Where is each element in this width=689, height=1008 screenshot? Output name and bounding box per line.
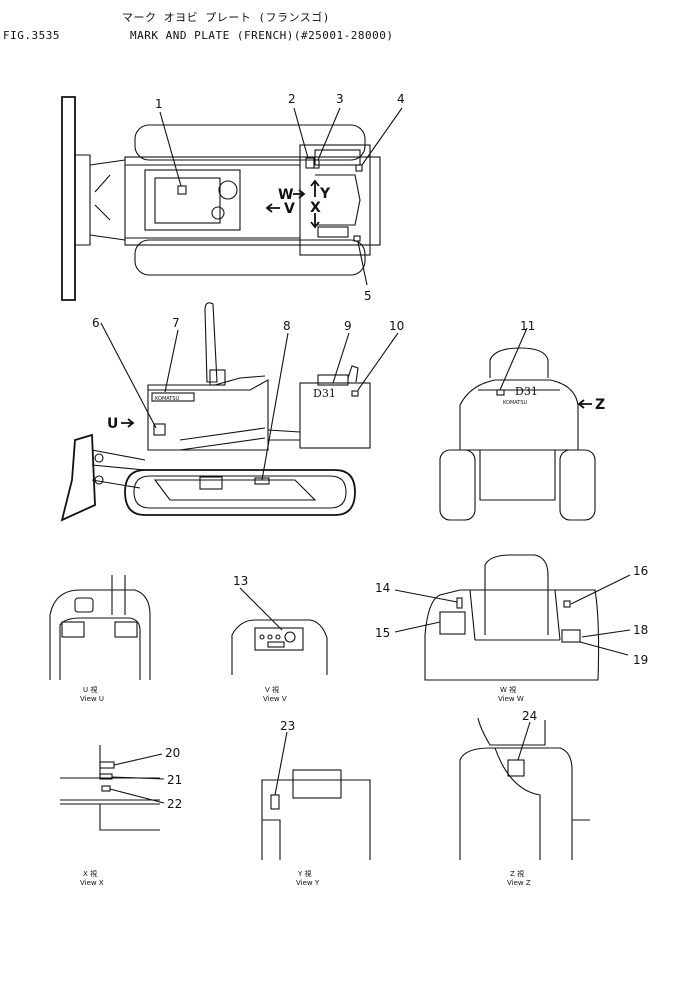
callout-10: 10 bbox=[389, 319, 404, 333]
plate-4-mark bbox=[355, 164, 363, 172]
view-marker-w: W bbox=[278, 187, 293, 203]
callout-9: 9 bbox=[344, 319, 352, 333]
title-english: MARK AND PLATE (FRENCH)(#25001-28000) bbox=[130, 29, 394, 42]
callout-24: 24 bbox=[522, 709, 537, 723]
plate-11-mark bbox=[496, 389, 505, 396]
view-marker-z: Z bbox=[595, 397, 605, 413]
callout-23: 23 bbox=[280, 719, 295, 733]
callout-2: 2 bbox=[288, 92, 296, 106]
plate-1-mark bbox=[177, 185, 187, 195]
plate-14-mark bbox=[456, 597, 463, 609]
view-w: 14 15 16 18 19 W 視 View W bbox=[375, 554, 648, 703]
callout-3: 3 bbox=[336, 92, 344, 106]
side-view: D31 KOMATSU U 6 7 8 9 10 bbox=[60, 302, 404, 522]
plate-16-mark bbox=[563, 600, 571, 608]
rear-model-text: D31 bbox=[515, 385, 538, 398]
plate-23-mark bbox=[270, 794, 280, 810]
callout-14: 14 bbox=[375, 581, 390, 595]
plate-19-mark bbox=[561, 629, 581, 643]
view-v: 13 V 視 View V bbox=[231, 574, 328, 703]
caption-x-en: View X bbox=[80, 879, 104, 887]
plate-10-mark bbox=[351, 390, 359, 397]
view-marker-y: Y bbox=[319, 186, 331, 202]
caption-x-jp: X 視 bbox=[83, 869, 97, 878]
caption-v-jp: V 視 bbox=[265, 685, 279, 694]
callout-20: 20 bbox=[165, 746, 180, 760]
callout-15: 15 bbox=[375, 626, 390, 640]
title-japanese: マーク オヨビ プレート (フランスゴ) bbox=[122, 11, 330, 24]
view-marker-v: V bbox=[284, 201, 295, 217]
view-x: 20 21 22 X 視 View X bbox=[60, 745, 182, 887]
callout-18: 18 bbox=[633, 623, 648, 637]
plate-24-mark bbox=[507, 759, 525, 777]
caption-y-jp: Y 視 bbox=[297, 869, 312, 878]
callout-8: 8 bbox=[283, 319, 291, 333]
callout-22: 22 bbox=[167, 797, 182, 811]
callout-11: 11 bbox=[520, 319, 535, 333]
callout-4: 4 bbox=[397, 92, 405, 106]
caption-z-en: View Z bbox=[507, 879, 531, 887]
rear-brand-text: KOMATSU bbox=[503, 400, 528, 406]
caption-u-en: View U bbox=[80, 695, 104, 703]
callout-5: 5 bbox=[364, 289, 372, 303]
view-marker-u: U bbox=[107, 416, 118, 432]
caption-v-en: View V bbox=[263, 695, 287, 703]
view-marker-x: X bbox=[310, 200, 321, 216]
figure-number: FIG.3535 bbox=[3, 29, 60, 42]
top-view: W V Y X 1 2 3 4 5 bbox=[61, 92, 405, 303]
view-y: 23 Y 視 View Y bbox=[261, 719, 371, 887]
callout-19: 19 bbox=[633, 653, 648, 667]
plate-6-mark bbox=[153, 423, 166, 436]
callout-7: 7 bbox=[172, 316, 180, 330]
callout-16: 16 bbox=[633, 564, 648, 578]
caption-y-en: View Y bbox=[296, 879, 320, 887]
caption-z-jp: Z 視 bbox=[510, 869, 524, 878]
side-brand-text: KOMATSU bbox=[155, 396, 180, 402]
callout-1: 1 bbox=[155, 97, 163, 111]
plate-22-mark bbox=[101, 785, 111, 792]
callout-13: 13 bbox=[233, 574, 248, 588]
plate-3-mark bbox=[313, 159, 320, 169]
callout-6: 6 bbox=[92, 316, 100, 330]
callout-21: 21 bbox=[167, 773, 182, 787]
view-u: U 視 View U bbox=[49, 575, 151, 703]
plate-20-mark bbox=[99, 761, 115, 769]
caption-u-jp: U 視 bbox=[83, 685, 97, 694]
plate-5-mark bbox=[353, 235, 361, 242]
view-z: 24 Z 視 View Z bbox=[459, 709, 590, 887]
caption-w-jp: W 視 bbox=[500, 685, 516, 694]
side-model-text: D31 bbox=[313, 387, 336, 400]
caption-w-en: View W bbox=[498, 695, 524, 703]
plate-21-mark bbox=[99, 773, 113, 780]
rear-view: D31 KOMATSU 11 Z bbox=[439, 319, 605, 521]
